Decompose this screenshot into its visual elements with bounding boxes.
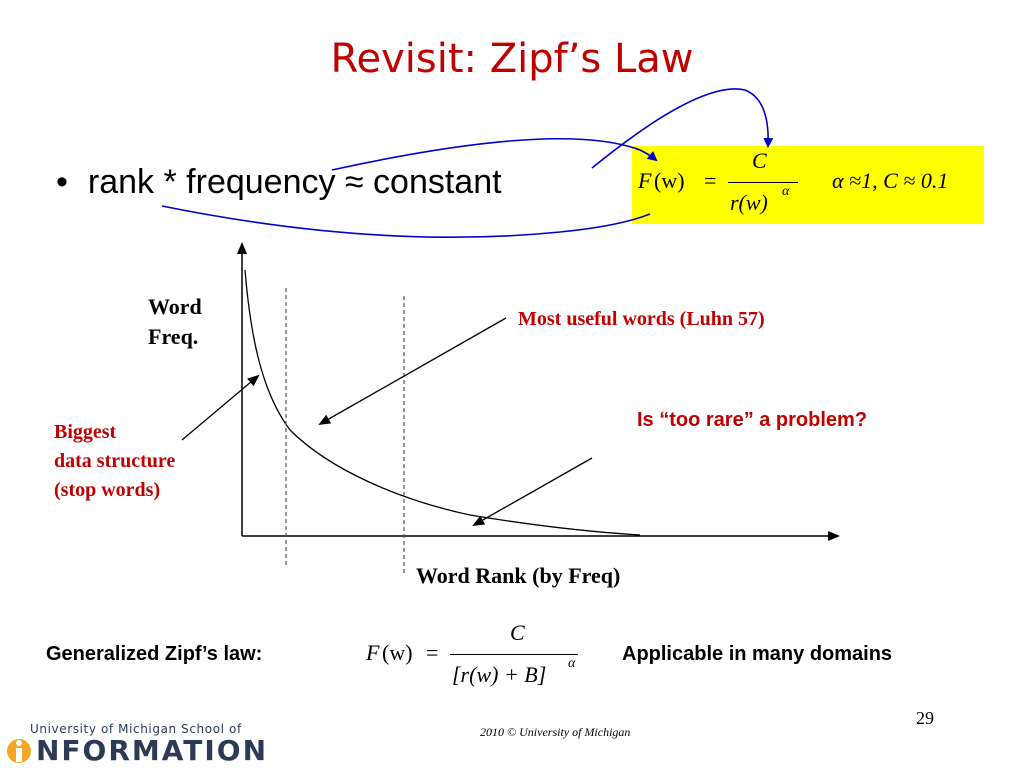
gen-formula-numerator: C bbox=[510, 620, 525, 645]
generalized-label: Generalized Zipf’s law: bbox=[46, 643, 263, 665]
logo-line1: University of Michigan School of bbox=[30, 722, 242, 736]
formula-fraction-bar bbox=[728, 182, 798, 183]
arrow-frequency bbox=[161, 205, 651, 239]
arrow-constant-to-c bbox=[591, 88, 774, 169]
x-axis-label: Word Rank (by Freq) bbox=[416, 563, 621, 588]
page-number: 29 bbox=[916, 708, 934, 728]
logo-line2: NFORMATION bbox=[36, 734, 269, 767]
gen-formula-lhs-arg: (w) bbox=[382, 640, 413, 665]
annotation-stop-words: Biggest data structure (stop words) bbox=[54, 421, 176, 501]
formula-denominator: r(w) bbox=[730, 190, 768, 215]
generalized-formula: F (w) = C [r(w) + B] α bbox=[364, 616, 604, 696]
bullet-dot: • bbox=[56, 163, 68, 201]
gen-formula-exponent: α bbox=[568, 656, 576, 671]
bullet-rank-frequency: • rank * frequency ≈ constant bbox=[56, 163, 502, 202]
formula-params: α ≈1, C ≈ 0.1 bbox=[832, 168, 949, 193]
generalized-note: Applicable in many domains bbox=[622, 643, 893, 665]
umsi-logo: University of Michigan School of NFORMAT… bbox=[0, 716, 280, 768]
formula-equals: = bbox=[704, 168, 717, 193]
formula-lhs-arg: (w) bbox=[654, 168, 685, 193]
arrow-useful bbox=[318, 317, 507, 425]
formula-lhs: F bbox=[638, 168, 652, 193]
bullet-text: rank * frequency ≈ constant bbox=[87, 163, 502, 201]
zipf-formula: F (w) = C r(w) α α ≈1, C ≈ 0.1 bbox=[636, 146, 984, 224]
gen-formula-denominator: [r(w) + B] bbox=[452, 662, 547, 687]
y-axis-label: Word Freq. bbox=[148, 294, 202, 349]
footer-copyright: 2010 © University of Michigan bbox=[480, 725, 631, 739]
arrow-biggest bbox=[181, 374, 260, 441]
gen-formula-lhs: F bbox=[366, 640, 380, 665]
logo-i-icon bbox=[7, 739, 31, 763]
gen-formula-equals: = bbox=[426, 640, 439, 665]
formula-numerator: C bbox=[752, 148, 767, 173]
annotation-too-rare: Is “too rare” a problem? bbox=[637, 409, 868, 431]
gen-formula-fraction-bar bbox=[450, 654, 578, 655]
zipf-curve bbox=[244, 269, 641, 536]
slide-title: Revisit: Zipf’s Law bbox=[330, 36, 694, 82]
formula-highlight-box bbox=[632, 146, 984, 224]
arrow-rare bbox=[472, 457, 593, 526]
formula-exponent: α bbox=[782, 184, 790, 199]
annotation-most-useful: Most useful words (Luhn 57) bbox=[518, 308, 765, 330]
arrow-rank-to-r bbox=[331, 137, 658, 171]
